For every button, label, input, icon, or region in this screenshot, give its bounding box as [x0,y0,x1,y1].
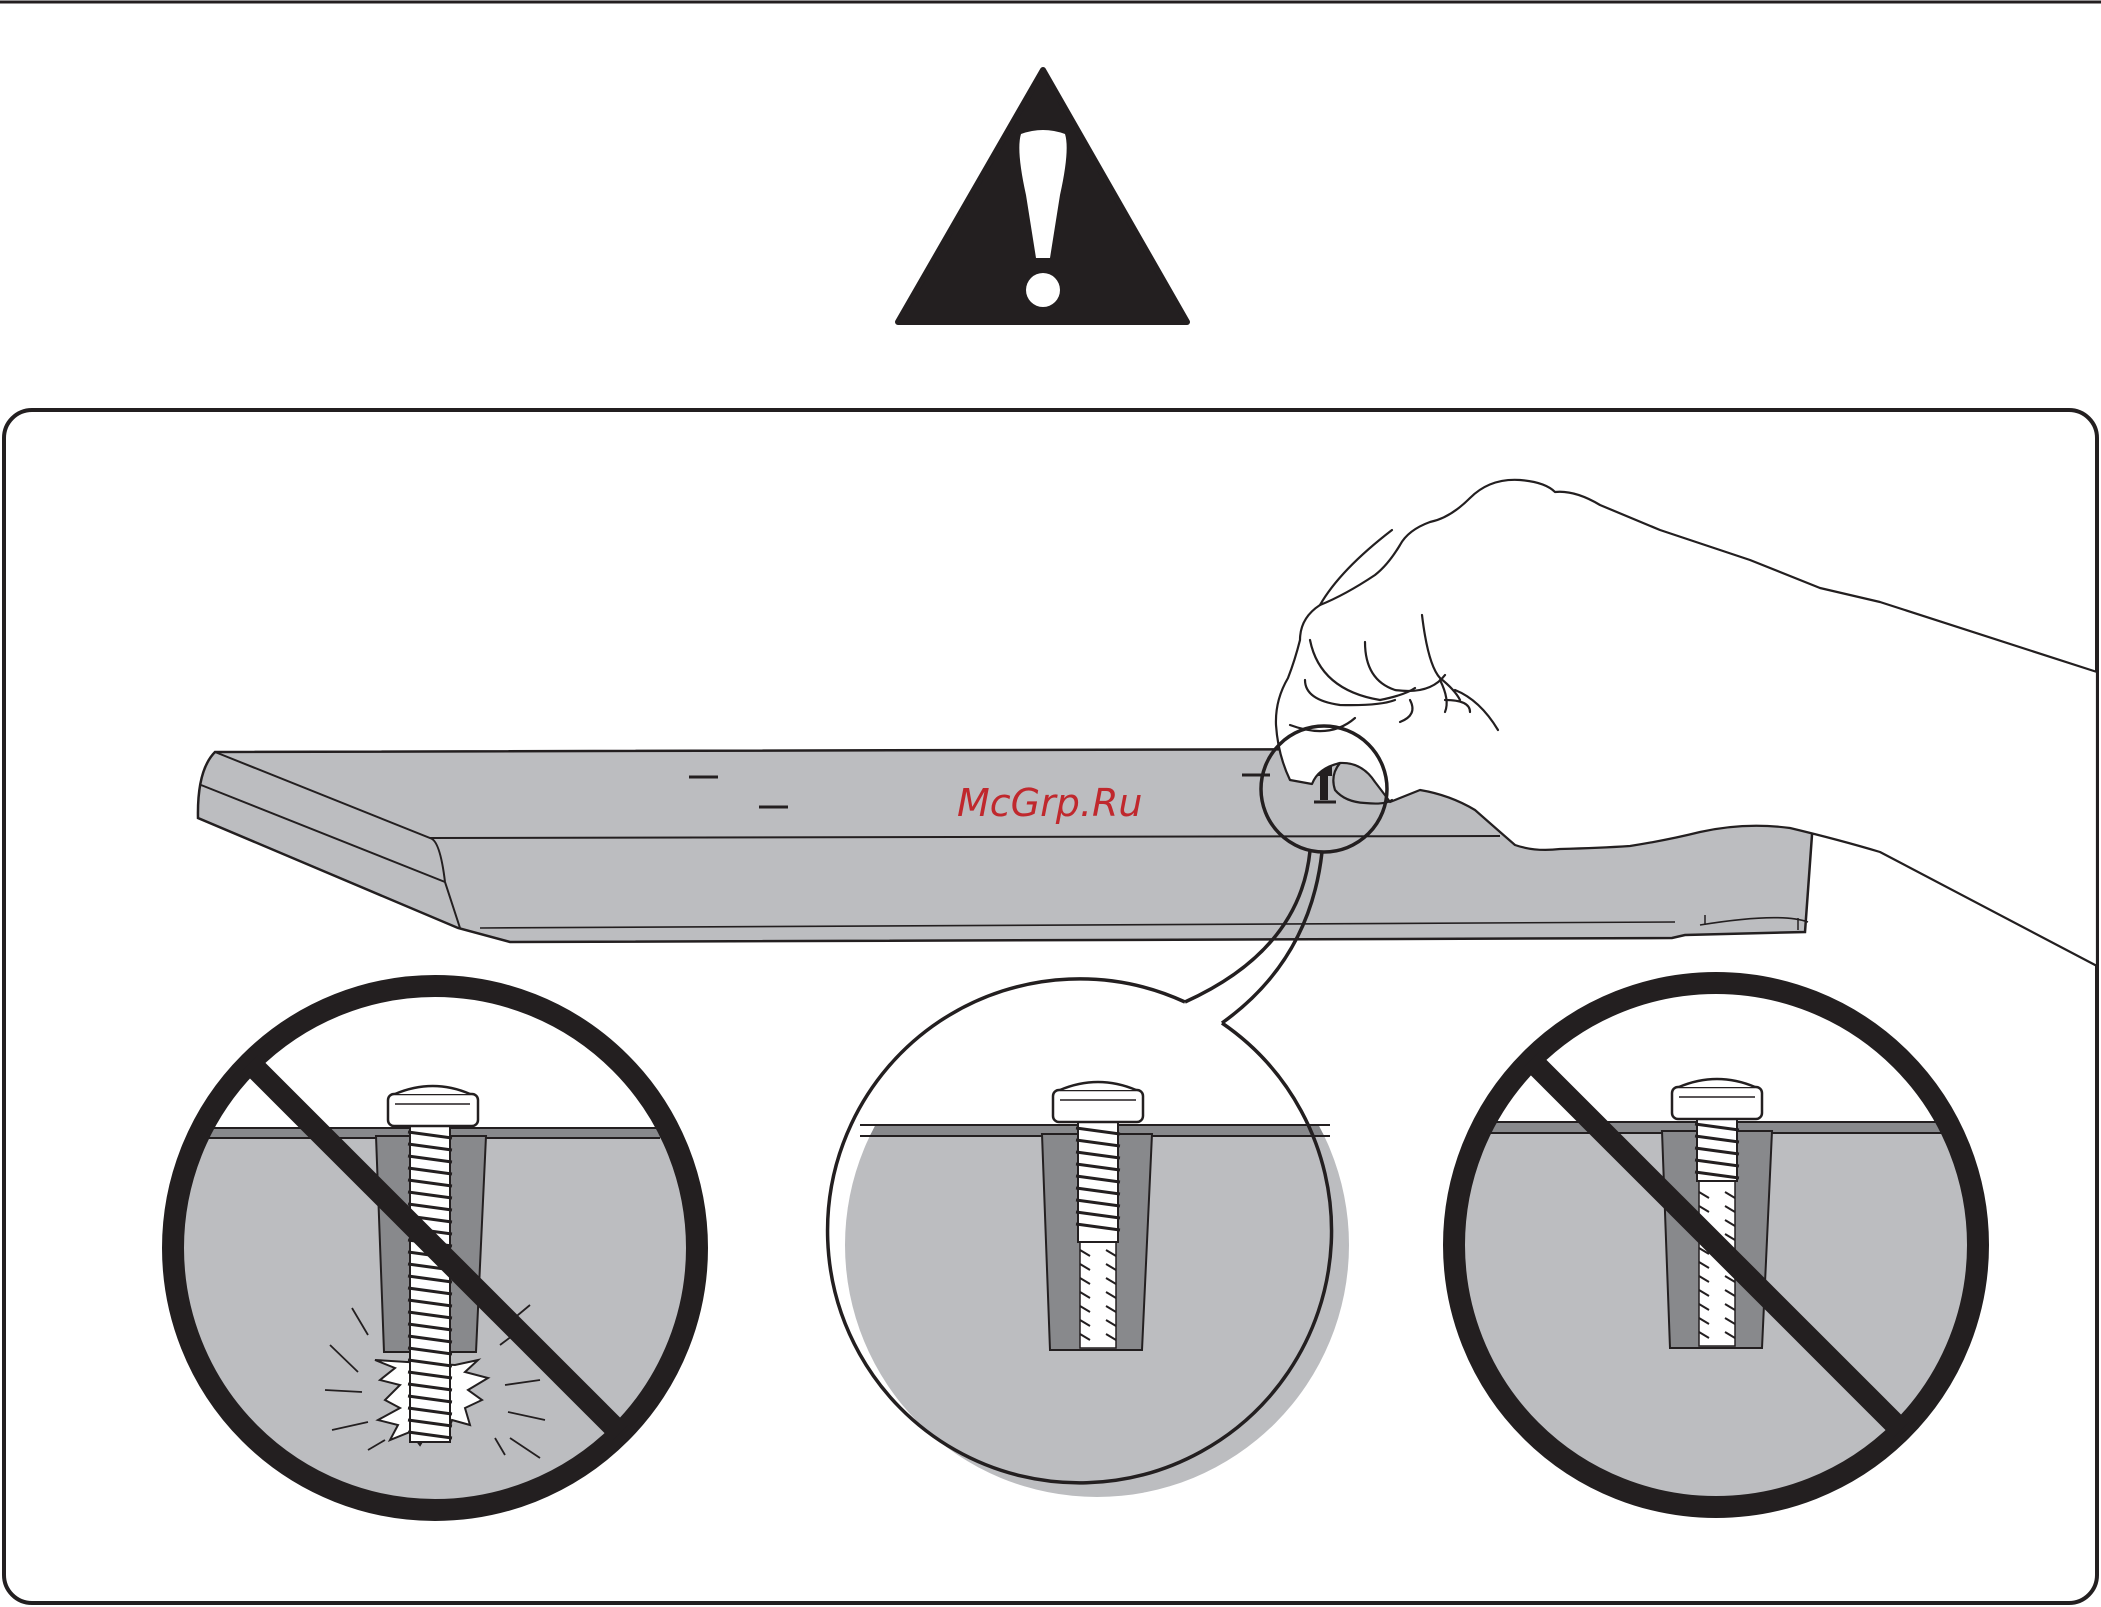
warning-triangle-icon [898,70,1187,322]
watermark-text: McGrp.Ru [957,781,1142,825]
panel-screw-too-short [1440,980,2020,1550]
panel-screw-too-long [150,980,730,1554]
panel-screw-correct [828,979,1360,1533]
